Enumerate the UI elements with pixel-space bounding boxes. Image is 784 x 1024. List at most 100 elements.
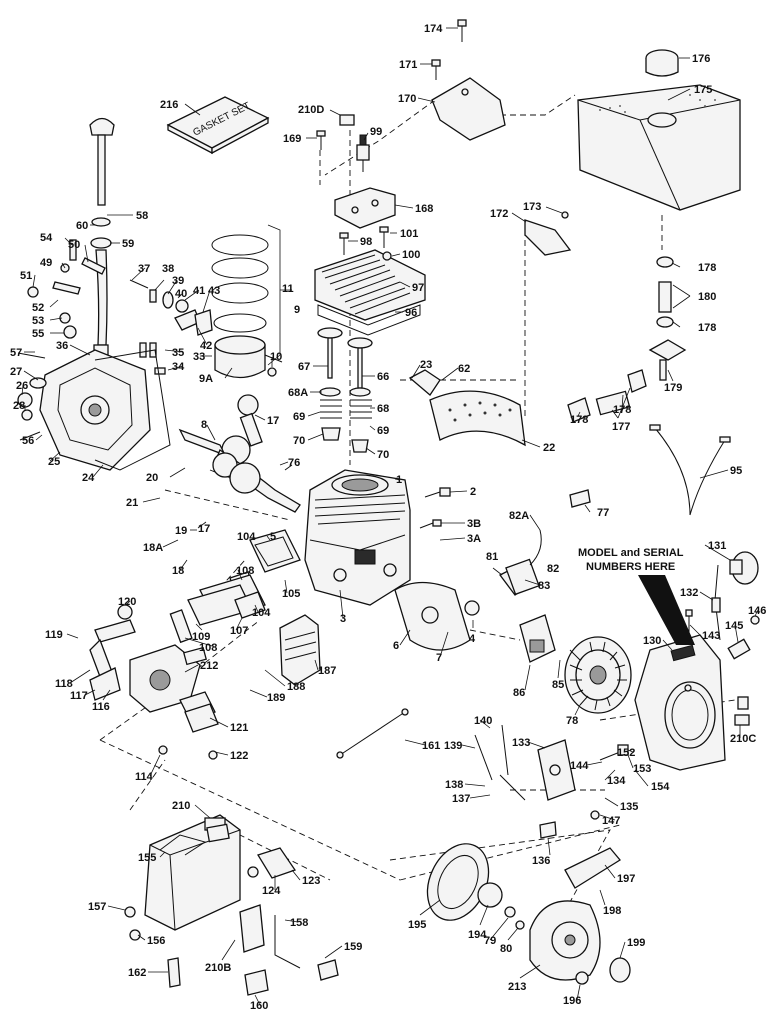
callout: 83	[538, 580, 550, 592]
callout: 140	[474, 715, 492, 727]
callout: 5	[270, 531, 276, 543]
callout: 138	[445, 779, 463, 791]
tags	[158, 489, 750, 843]
callout: 68A	[288, 387, 308, 399]
callout: 146	[748, 605, 766, 617]
callout: 82	[547, 563, 559, 575]
callout: 99	[370, 126, 382, 138]
callout: 133	[512, 737, 530, 749]
callout: 174	[424, 23, 443, 35]
callout: 69	[377, 425, 389, 437]
callout: 134	[607, 775, 626, 787]
callout: 7	[436, 652, 442, 664]
callout: 168	[415, 203, 433, 215]
callout: 38	[162, 263, 174, 275]
callout: 100	[402, 249, 420, 261]
crankcase-cover	[17, 349, 171, 471]
callout: 173	[523, 201, 541, 213]
callout: 66	[377, 371, 389, 383]
callout: 105	[282, 588, 300, 600]
callout: 212	[200, 660, 218, 672]
flywheel	[564, 636, 632, 714]
callout: 21	[126, 497, 138, 509]
callout: 147	[602, 815, 620, 827]
callout: 24	[82, 472, 95, 484]
callout: 37	[138, 263, 150, 275]
callout: 26	[16, 380, 28, 392]
callout: 70	[377, 449, 389, 461]
recoil-starter	[426, 843, 631, 985]
callout: 159	[344, 941, 362, 953]
callout: 124	[262, 885, 281, 897]
callout: 52	[32, 302, 44, 314]
serial-note-line1: MODEL and SERIAL	[578, 547, 684, 559]
callout: 34	[172, 361, 185, 373]
leader-lines	[21, 27, 759, 1006]
callout: 95	[730, 465, 742, 477]
callout: 120	[118, 596, 136, 608]
callout: 4	[469, 633, 476, 645]
piston-assembly	[178, 234, 301, 513]
callout: 40	[175, 288, 187, 300]
dipstick-assembly	[89, 117, 115, 358]
callout: 132	[680, 587, 698, 599]
callout: 216	[160, 99, 178, 111]
callout: 143	[702, 630, 720, 642]
callout: 153	[633, 763, 651, 775]
callout: 55	[32, 328, 44, 340]
ignition-parts	[394, 529, 556, 663]
carburetor	[89, 604, 219, 733]
callout: 51	[20, 270, 32, 282]
callout: 198	[603, 905, 621, 917]
callout: 122	[230, 750, 248, 762]
callout: 82A	[509, 510, 529, 522]
callout: 33	[193, 351, 205, 363]
fuel-line-parts	[524, 211, 731, 516]
callout: 17	[267, 415, 279, 427]
serial-note-line2: NUMBERS HERE	[586, 561, 675, 573]
callout: 145	[725, 620, 743, 632]
callout: 176	[692, 53, 710, 65]
callout: 104	[237, 531, 256, 543]
callout: 22	[543, 442, 555, 454]
callout: 108	[236, 565, 254, 577]
callout: 11	[282, 283, 294, 295]
callout: 86	[513, 687, 525, 699]
callout: 59	[122, 238, 134, 250]
callout: 158	[290, 917, 308, 929]
callout: 23	[420, 359, 432, 371]
callout: 197	[617, 873, 635, 885]
callout: 116	[92, 701, 110, 713]
callout: 67	[298, 361, 310, 373]
callout: 62	[458, 363, 470, 375]
callout: 156	[147, 935, 165, 947]
callout: 210C	[730, 733, 756, 745]
callout: 58	[136, 210, 148, 222]
callout: 155	[138, 852, 156, 864]
callout: 172	[490, 208, 508, 220]
callout: 196	[563, 995, 581, 1007]
callout: 162	[128, 967, 146, 979]
callout: 54	[40, 232, 53, 244]
callout: 210	[172, 800, 190, 812]
callout: 178	[698, 322, 716, 334]
callout: 80	[500, 943, 512, 955]
callout: 98	[360, 236, 372, 248]
callout: 171	[399, 59, 417, 71]
callout: 9	[294, 304, 300, 316]
linkage-rod	[336, 708, 409, 759]
callout-labels: 174 171 170 176 175 216 210D 99 169 168 …	[10, 23, 766, 1012]
callout: 18	[172, 565, 184, 577]
callout: 179	[664, 382, 682, 394]
callout: 68	[377, 403, 389, 415]
callout: 213	[508, 981, 526, 993]
callout: 114	[135, 771, 154, 783]
callout: 17	[198, 523, 210, 535]
callout: 77	[597, 507, 609, 519]
callout: 175	[694, 84, 712, 96]
callout: 101	[400, 228, 418, 240]
callout: 60	[76, 220, 88, 232]
callout: 42	[200, 340, 212, 352]
